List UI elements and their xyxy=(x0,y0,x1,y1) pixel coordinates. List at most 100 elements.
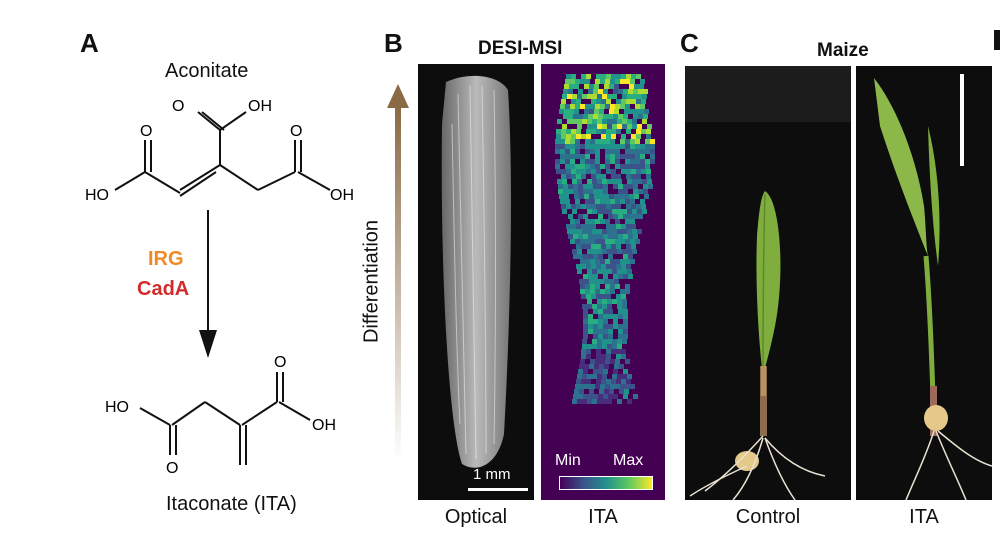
heatmap-pixel xyxy=(630,144,635,149)
heatmap-pixel xyxy=(556,129,561,134)
heatmap-pixel xyxy=(560,139,565,144)
heatmap-pixel xyxy=(612,209,617,214)
heatmap-pixel xyxy=(581,169,586,174)
heatmap-pixel xyxy=(613,234,618,239)
heatmap-pixel xyxy=(593,309,598,314)
heatmap-pixel xyxy=(618,184,623,189)
heatmap-pixel xyxy=(592,124,597,129)
heatmap-pixel xyxy=(618,329,623,334)
heatmap-pixel xyxy=(640,104,645,109)
heatmap-pixel xyxy=(594,84,599,89)
control-seedling-drawing xyxy=(689,191,826,500)
heatmap-pixel xyxy=(576,134,581,139)
heatmap-pixel xyxy=(632,209,637,214)
heatmap-pixel xyxy=(630,159,635,164)
heatmap-pixel xyxy=(560,149,565,154)
heatmap-pixel xyxy=(603,114,608,119)
heatmap-pixel xyxy=(578,189,583,194)
heatmap-pixel xyxy=(616,354,621,359)
heatmap-pixel xyxy=(574,194,579,199)
heatmap-pixel xyxy=(608,329,613,334)
heatmap-pixel xyxy=(633,214,638,219)
heatmap-pixel xyxy=(592,339,597,344)
heatmap-pixel xyxy=(591,99,596,104)
heatmap-pixel xyxy=(607,304,612,309)
heatmap-pixel xyxy=(599,389,604,394)
heatmap-pixel xyxy=(625,79,630,84)
heatmap-pixel xyxy=(625,289,630,294)
heatmap-pixel xyxy=(627,119,632,124)
heatmap-pixel xyxy=(570,79,575,84)
heatmap-pixel xyxy=(576,379,581,384)
heatmap-pixel xyxy=(615,359,620,364)
heatmap-pixel xyxy=(601,74,606,79)
heatmap-pixel xyxy=(601,294,606,299)
maize-title: Maize xyxy=(817,40,869,61)
heatmap-pixel xyxy=(575,104,580,109)
heatmap-pixel xyxy=(614,364,619,369)
heatmap-pixel xyxy=(603,89,608,94)
heatmap-pixel xyxy=(620,239,625,244)
heatmap-pixel xyxy=(575,164,580,169)
heatmap-pixel xyxy=(580,259,585,264)
heatmap-pixel xyxy=(583,394,588,399)
heatmap-pixel xyxy=(605,144,610,149)
heatmap-pixel xyxy=(595,79,600,84)
heatmap-pixel xyxy=(595,384,600,389)
heatmap-pixel xyxy=(575,199,580,204)
heatmap-pixel xyxy=(629,109,634,114)
heatmap-pixel xyxy=(572,229,577,234)
heatmap-pixel xyxy=(590,104,595,109)
heatmap-pixel xyxy=(558,184,563,189)
heatmap-pixel xyxy=(650,139,655,144)
heatmap-pixel xyxy=(605,239,610,244)
heatmap-pixel xyxy=(612,339,617,344)
heatmap-pixel xyxy=(587,269,592,274)
heatmap-pixel xyxy=(595,199,600,204)
heatmap-pixel xyxy=(648,184,653,189)
heatmap-pixel xyxy=(579,364,584,369)
heatmap-pixel xyxy=(635,154,640,159)
heatmap-pixel xyxy=(615,104,620,109)
heatmap-pixel xyxy=(602,304,607,309)
heatmap-pixel xyxy=(627,209,632,214)
heatmap-pixel xyxy=(625,159,630,164)
heatmap-pixel xyxy=(639,84,644,89)
heatmap-pixel xyxy=(605,164,610,169)
heatmap-pixel xyxy=(622,299,627,304)
heatmap-pixel xyxy=(625,284,630,289)
heatmap-pixel xyxy=(604,84,609,89)
heatmap-pixel xyxy=(623,184,628,189)
heatmap-pixel xyxy=(606,99,611,104)
heatmap-pixel xyxy=(638,114,643,119)
heatmap-pixel xyxy=(563,114,568,119)
heatmap-pixel xyxy=(623,234,628,239)
heatmap-pixel xyxy=(583,309,588,314)
heatmap-pixel xyxy=(595,164,600,169)
heatmap-pixel xyxy=(585,199,590,204)
heatmap-pixel xyxy=(591,224,596,229)
heatmap-pixel xyxy=(613,314,618,319)
heatmap-pixel xyxy=(592,374,597,379)
heatmap-pixel xyxy=(602,119,607,124)
heatmap-pixel xyxy=(613,369,618,374)
heatmap-pixel xyxy=(611,169,616,174)
heatmap-pixel xyxy=(596,294,601,299)
heatmap-pixel xyxy=(635,139,640,144)
optical-image: 1 mm xyxy=(418,64,534,500)
heatmap-pixel xyxy=(634,109,639,114)
heatmap-pixel xyxy=(592,209,597,214)
heatmap-pixel xyxy=(624,364,629,369)
heatmap-pixel xyxy=(570,164,575,169)
heatmap-pixel xyxy=(615,154,620,159)
control-caption: Control xyxy=(735,506,801,528)
heatmap-pixel xyxy=(587,304,592,309)
heatmap-pixel xyxy=(595,104,600,109)
heatmap-pixel xyxy=(586,74,591,79)
atom-ho-ita: HO xyxy=(105,399,129,416)
heatmap-pixel xyxy=(600,289,605,294)
heatmap-pixel xyxy=(603,274,608,279)
heatmap-pixel xyxy=(617,229,622,234)
heatmap-pixel xyxy=(618,309,623,314)
heatmap-pixel xyxy=(578,89,583,94)
